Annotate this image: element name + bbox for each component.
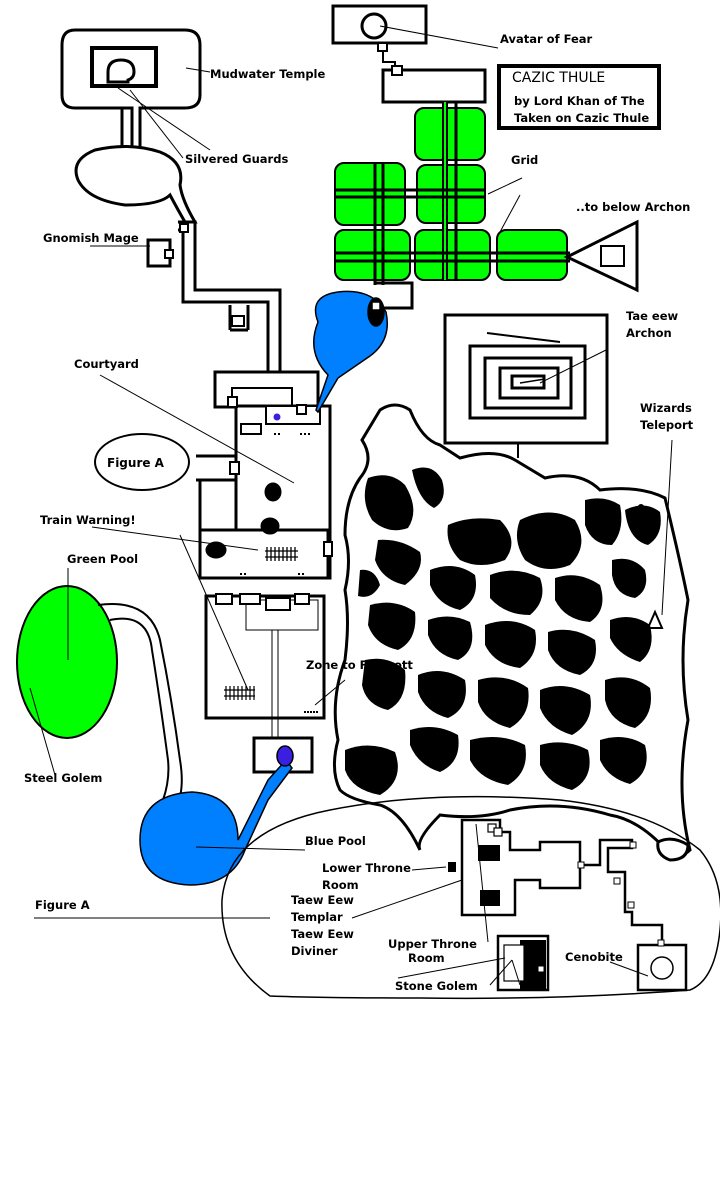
label-blue-pool: Blue Pool <box>305 834 366 848</box>
label-grid: Grid <box>511 153 539 167</box>
label-wizards-teleport-2: Teleport <box>640 418 694 432</box>
label-upper-throne-1: Upper Throne <box>388 937 477 951</box>
label-taew-eew-templar-2: Templar <box>291 910 343 924</box>
label-taew-eew-diviner-2: Diviner <box>291 944 338 958</box>
blue-pool-lower <box>139 745 294 886</box>
label-wizards-teleport-1: Wizards <box>640 401 692 415</box>
courtyard-complex <box>196 370 333 580</box>
label-train-warning: Train Warning! <box>40 513 136 527</box>
label-cenobite: Cenobite <box>565 950 623 964</box>
credit-line-2: Taken on Cazic Thule <box>514 111 650 125</box>
cave-region <box>333 403 692 862</box>
archon-box <box>443 313 609 458</box>
credit-box <box>497 64 661 130</box>
label-courtyard: Courtyard <box>74 357 139 371</box>
green-grid <box>334 107 568 281</box>
leader-lines <box>29 25 673 986</box>
grid-corridors <box>331 4 639 320</box>
label-taew-eew-templar-1: Taew Eew <box>291 893 354 907</box>
label-to-below-archon: ..to below Archon <box>576 200 691 214</box>
mudwater-temple-area <box>60 28 202 224</box>
label-avatar-of-fear: Avatar of Fear <box>500 32 593 46</box>
label-mudwater-temple: Mudwater Temple <box>210 67 326 81</box>
label-steel-golem: Steel Golem <box>24 771 103 785</box>
label-silvered-guards: Silvered Guards <box>185 152 289 166</box>
label-taew-eew-diviner-1: Taew Eew <box>291 927 354 941</box>
throne-complex <box>448 818 688 992</box>
label-zone-to-feerrott: Zone to Feerrott <box>306 658 413 672</box>
label-green-pool: Green Pool <box>67 552 139 566</box>
label-lower-throne-2: Room <box>322 878 359 892</box>
blue-pool-upper <box>313 290 388 414</box>
figure-a-callout <box>94 433 190 491</box>
lower-hall <box>204 593 326 774</box>
pool-tunnels <box>97 603 183 809</box>
label-gnomish-mage: Gnomish Mage <box>43 231 139 245</box>
label-stone-golem: Stone Golem <box>395 979 478 993</box>
label-tae-eew-archon-1: Tae eew <box>626 309 679 323</box>
label-tae-eew-archon-2: Archon <box>626 326 672 340</box>
corridor-to-courtyard <box>146 220 282 374</box>
label-lower-throne-1: Lower Throne <box>322 861 411 875</box>
map-title: CAZIC THULE <box>512 70 606 86</box>
credit-line-1: by Lord Khan of The <box>514 94 645 108</box>
green-pool <box>16 585 118 739</box>
label-figure-a: Figure A <box>35 898 90 912</box>
label-upper-throne-2: Room <box>408 951 445 965</box>
figure-a-callout-label: Figure A <box>107 456 164 470</box>
